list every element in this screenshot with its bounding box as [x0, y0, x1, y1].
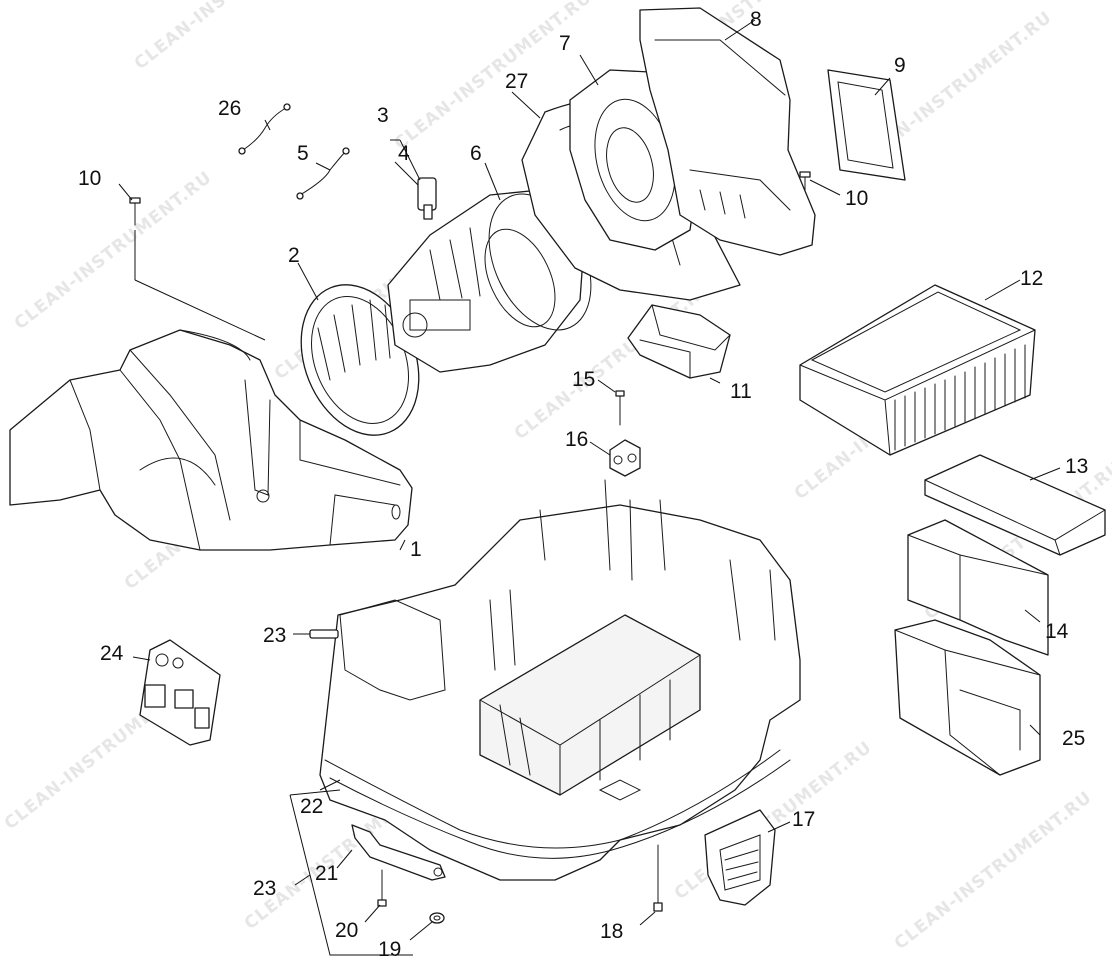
leader-lines: [118, 19, 1061, 956]
callout-21: 21: [315, 862, 338, 885]
callout-8: 8: [750, 8, 762, 31]
callout-25: 25: [1062, 727, 1085, 750]
callout-26: 26: [218, 97, 241, 120]
callout-20: 20: [335, 919, 358, 942]
callout-16: 16: [565, 428, 588, 451]
callout-14: 14: [1045, 620, 1069, 643]
part-22-base-chassis: [319, 479, 801, 881]
callout-13: 13: [1065, 455, 1088, 478]
callout-27: 27: [505, 70, 528, 93]
callout-24: 24: [100, 642, 124, 665]
part-1-housing-cover: [9, 329, 413, 551]
part-15-screw: [615, 390, 625, 426]
part-14-foam-block: [907, 519, 1049, 656]
watermark: CLEAN-INSTRUMENT.RU: [891, 787, 1096, 953]
callout-labels: 1 2 3 4 5 6 7 8 9 10 10 11 12 13 14 15 1…: [78, 8, 1088, 961]
part-19-washer: [429, 912, 445, 924]
callout-5: 5: [297, 142, 309, 165]
part-26-cable: [238, 103, 291, 155]
callout-6: 6: [470, 142, 482, 165]
callout-18: 18: [600, 920, 623, 943]
callout-4: 4: [398, 142, 410, 165]
callout-10-left: 10: [78, 167, 101, 190]
callout-19: 19: [378, 938, 401, 961]
part-3-4-switch: [417, 177, 437, 220]
part-20-screw: [377, 869, 387, 907]
part-12-pleated-filter: [799, 284, 1036, 456]
callout-9: 9: [894, 54, 906, 77]
callout-12: 12: [1020, 267, 1043, 290]
part-11-nozzle: [627, 304, 731, 379]
callout-11: 11: [730, 380, 752, 403]
part-13-foam-plate: [924, 454, 1106, 556]
watermark: CLEAN-INSTRUMENT.RU: [11, 167, 216, 333]
callout-7: 7: [559, 32, 571, 55]
part-25-container: [894, 619, 1041, 776]
callout-2: 2: [288, 244, 300, 267]
part-21-bracket: [351, 824, 446, 881]
callout-15: 15: [572, 368, 595, 391]
part-6-motor: [387, 189, 592, 373]
part-18-pin: [653, 844, 663, 912]
part-8-air-duct: [639, 7, 816, 256]
watermark: CLEAN-INSTRUMENT.RU: [131, 0, 336, 74]
callout-22: 22: [300, 795, 323, 818]
callout-17: 17: [792, 808, 815, 831]
part-17-cover-plate: [704, 809, 776, 906]
part-10-screw-left: [129, 197, 141, 226]
callout-3: 3: [377, 104, 389, 127]
callout-1: 1: [410, 538, 422, 561]
part-9-frame-filter: [827, 69, 906, 181]
callout-23-top: 23: [263, 624, 286, 647]
part-16-clamp: [609, 439, 641, 477]
callout-10-right: 10: [845, 187, 868, 210]
callout-23-bottom: 23: [253, 877, 276, 900]
part-23-hose-fitting: [309, 629, 339, 639]
part-24-circuit-board: [139, 639, 221, 746]
